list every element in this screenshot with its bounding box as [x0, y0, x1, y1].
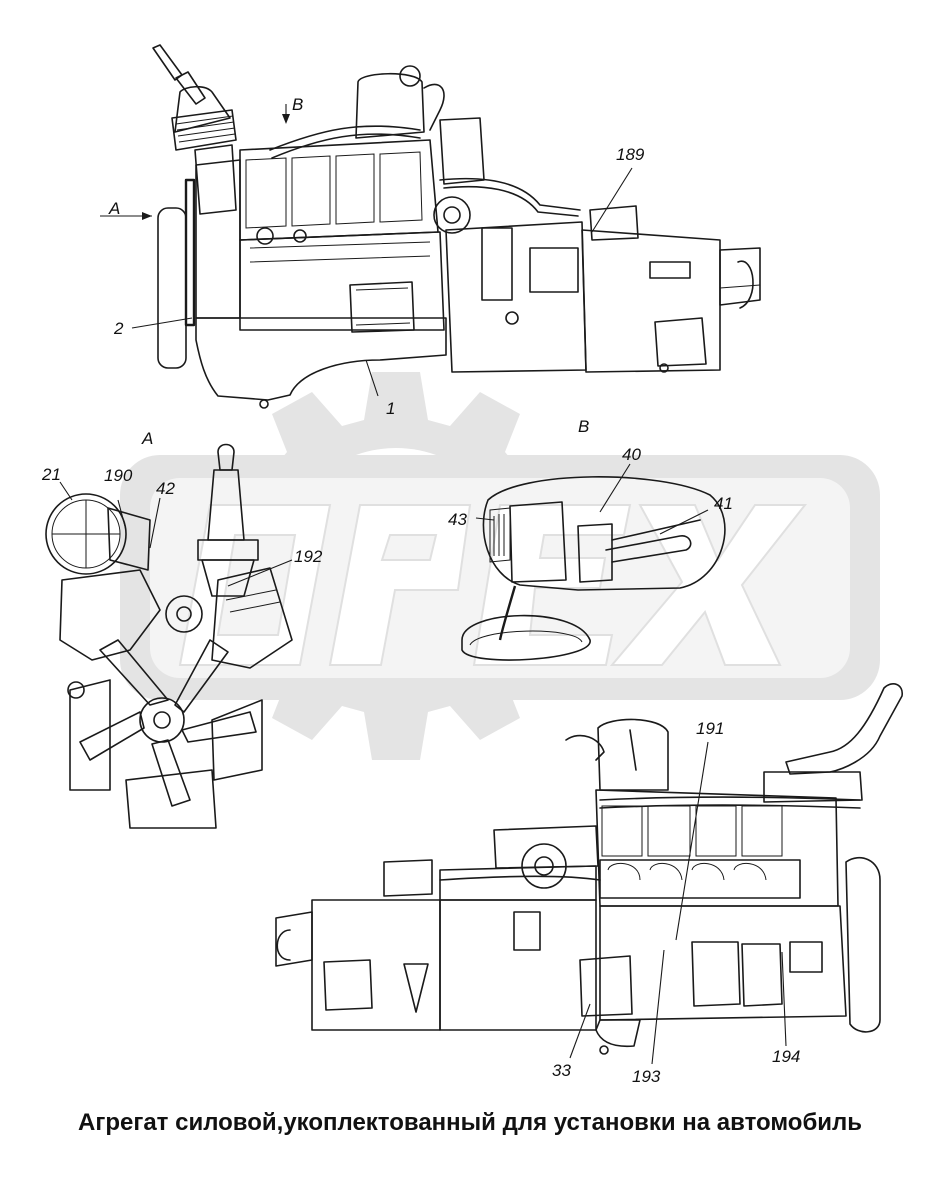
callout-43: 43 — [448, 510, 467, 529]
callout-189: 189 — [616, 145, 645, 164]
callout-33: 33 — [552, 1061, 571, 1080]
callout-191: 191 — [696, 719, 725, 738]
view-arrow-b-label: B — [292, 95, 304, 114]
view-b-detail — [461, 463, 726, 661]
callout-1: 1 — [386, 399, 396, 418]
diagram-caption: Агрегат силовой,укоплектованный для уста… — [78, 1109, 863, 1136]
fan — [79, 639, 257, 807]
view-b-title: B — [578, 417, 590, 436]
callout-190: 190 — [104, 466, 133, 485]
watermark — [120, 372, 880, 760]
callout-192: 192 — [294, 547, 323, 566]
bottom-engine-assembly — [275, 683, 903, 1065]
callout-40: 40 — [622, 445, 641, 464]
callout-193: 193 — [632, 1067, 661, 1086]
callout-41: 41 — [714, 494, 733, 513]
view-arrow-a-label: A — [109, 199, 121, 218]
callout-194: 194 — [772, 1047, 801, 1066]
callout-21: 21 — [42, 465, 61, 484]
callout-2: 2 — [114, 319, 124, 338]
view-a-front-engine — [45, 443, 293, 829]
view-a-title: A — [142, 429, 154, 448]
top-engine-assembly — [100, 44, 761, 409]
callout-42: 42 — [156, 479, 175, 498]
